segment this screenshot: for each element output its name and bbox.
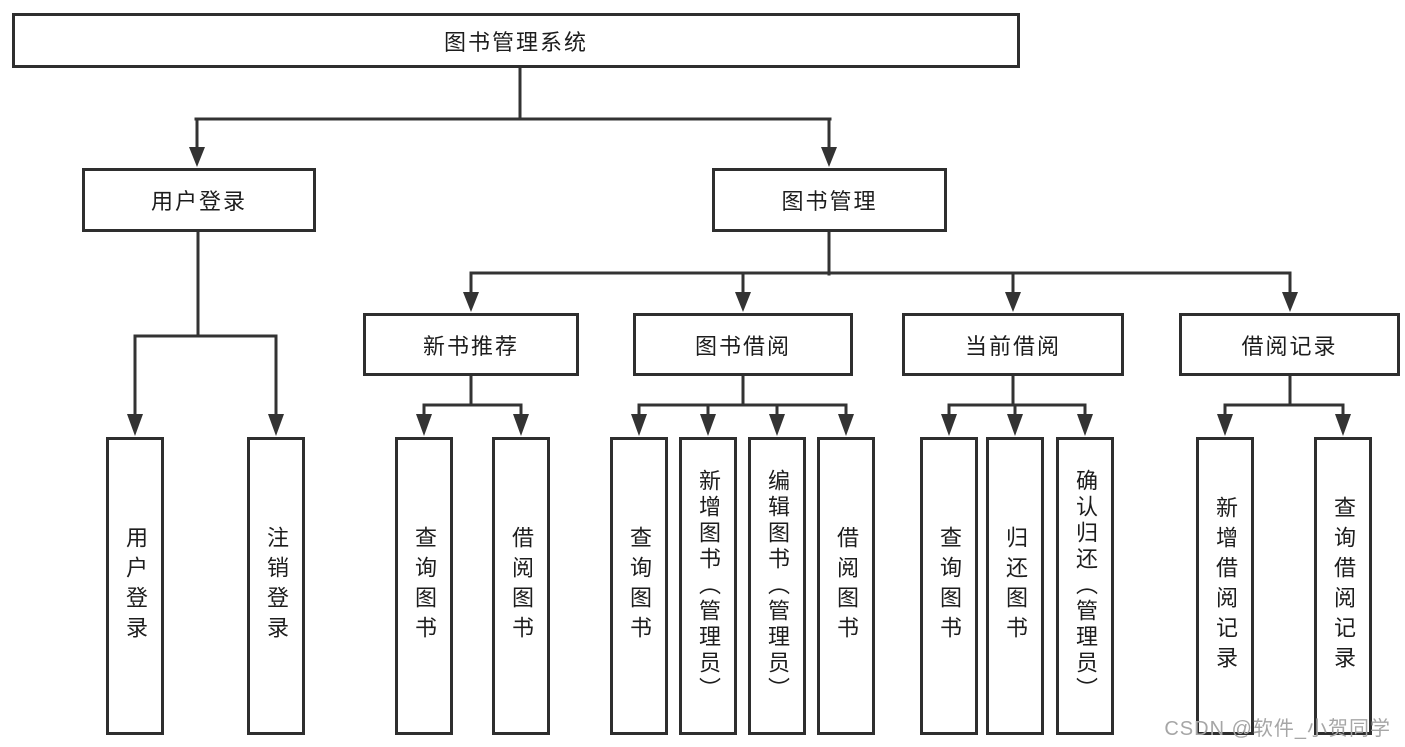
node-library-management-system: 图书管理系统: [12, 13, 1020, 68]
leaf-query-books-current: 查询图书: [920, 437, 978, 735]
leaf-query-borrow-record: 查询借阅记录: [1314, 437, 1372, 735]
node-user-login: 用户登录: [82, 168, 316, 232]
leaf-return-books: 归还图书: [986, 437, 1044, 735]
leaf-borrow-books-recommend: 借阅图书: [492, 437, 550, 735]
leaf-logout: 注销登录: [247, 437, 305, 735]
leaf-add-books-admin: 新增图书（管理员）: [679, 437, 737, 735]
csdn-watermark: CSDN @软件_小贺同学: [1164, 718, 1391, 740]
node-current-borrowing: 当前借阅: [902, 313, 1124, 376]
leaf-add-borrow-record: 新增借阅记录: [1196, 437, 1254, 735]
leaf-confirm-return-admin: 确认归还（管理员）: [1056, 437, 1114, 735]
node-new-book-recommend: 新书推荐: [363, 313, 579, 376]
node-borrowing-records: 借阅记录: [1179, 313, 1400, 376]
leaf-query-books-borrowing: 查询图书: [610, 437, 668, 735]
leaf-user-login: 用户登录: [106, 437, 164, 735]
node-book-borrowing: 图书借阅: [633, 313, 853, 376]
node-book-management: 图书管理: [712, 168, 947, 232]
leaf-query-books-recommend: 查询图书: [395, 437, 453, 735]
leaf-edit-books-admin: 编辑图书（管理员）: [748, 437, 806, 735]
leaf-borrow-books-borrowing: 借阅图书: [817, 437, 875, 735]
